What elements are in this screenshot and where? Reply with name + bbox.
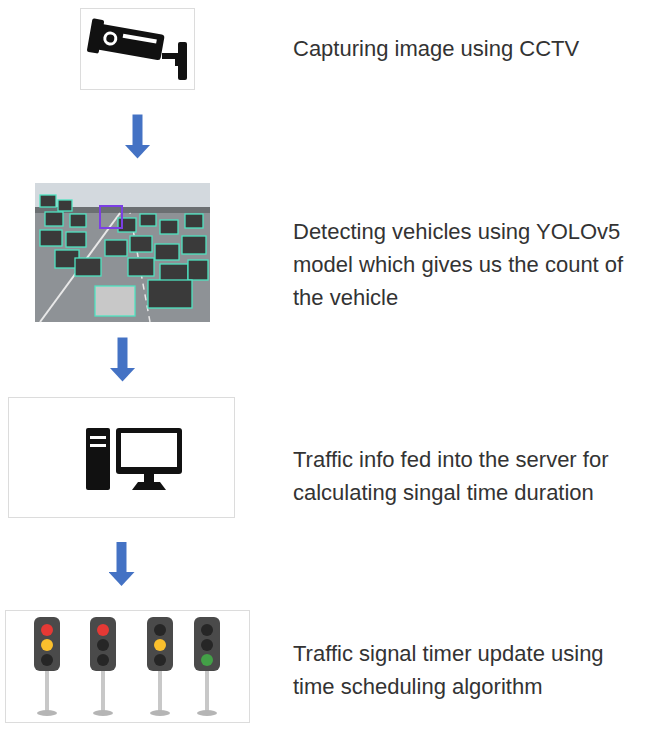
- vehicle-box: [58, 200, 72, 211]
- monitor-base: [132, 482, 166, 490]
- vehicle-box: [188, 260, 208, 280]
- off-lamp: [201, 624, 213, 636]
- off-lamp: [97, 654, 109, 666]
- monitor: [116, 428, 182, 474]
- light-housing: [147, 617, 173, 671]
- traffic-lights-icon: [34, 617, 220, 716]
- vehicle-box: [75, 258, 101, 276]
- flow-arrow: [117, 542, 127, 574]
- step-box: Detecting vehicles using YOLOv5 model wh…: [35, 183, 210, 322]
- light-housing: [194, 617, 220, 671]
- off-lamp: [201, 639, 213, 651]
- vehicle-box: [182, 236, 206, 254]
- tower-slot: [90, 436, 106, 439]
- red-lamp: [97, 624, 109, 636]
- step-description: Detecting vehicles using YOLOv5 model wh…: [293, 215, 645, 314]
- computer-icon: [86, 428, 182, 490]
- off-lamp: [154, 624, 166, 636]
- vehicle-box: [66, 232, 86, 247]
- yellow-lamp: [154, 639, 166, 651]
- light-housing: [34, 617, 60, 671]
- step-description: Traffic info fed into the server for cal…: [293, 443, 645, 509]
- off-lamp: [41, 654, 53, 666]
- camera-body: [93, 23, 164, 60]
- step-box: Capturing image using CCTV: [80, 8, 195, 90]
- vehicle-box: [40, 230, 62, 246]
- road: [35, 183, 210, 322]
- pole-base: [150, 710, 170, 716]
- vehicle-box: [40, 195, 56, 207]
- vehicle-box: [45, 212, 63, 226]
- pole: [205, 668, 209, 712]
- monitor-neck: [144, 474, 154, 483]
- tower-slot: [90, 444, 106, 447]
- monitor-screen: [121, 433, 177, 467]
- pole-base: [93, 710, 113, 716]
- camera-wall-plate: [178, 42, 187, 80]
- vehicle-box: [185, 214, 203, 228]
- vehicle-box: [95, 286, 135, 316]
- green-lamp: [201, 654, 213, 666]
- vehicle-box: [130, 236, 152, 252]
- off-lamp: [154, 654, 166, 666]
- pole: [101, 668, 105, 712]
- flow-arrow: [133, 115, 143, 147]
- vehicle-box: [105, 240, 127, 256]
- light-housing: [90, 617, 116, 671]
- yellow-lamp: [41, 639, 53, 651]
- pole-base: [37, 710, 57, 716]
- vehicle-box: [140, 214, 156, 226]
- cctv-icon: [87, 18, 187, 80]
- off-lamp: [97, 639, 109, 651]
- step-box: Traffic info fed into the server for cal…: [8, 397, 235, 518]
- pole: [158, 668, 162, 712]
- camera-arm: [162, 56, 178, 66]
- camera-lens: [102, 30, 118, 46]
- vehicle-box: [148, 280, 192, 308]
- tower: [86, 428, 110, 490]
- camera-lens-inner: [106, 34, 115, 43]
- vehicle-box: [155, 244, 179, 260]
- step-box: Traffic signal timer update using time s…: [5, 610, 250, 723]
- vehicle-box: [128, 258, 154, 276]
- camera-stripe: [123, 34, 157, 44]
- red-lamp: [41, 624, 53, 636]
- vehicle-box: [70, 214, 86, 227]
- pole-base: [197, 710, 217, 716]
- step-description: Capturing image using CCTV: [293, 32, 645, 65]
- vehicle-box: [160, 220, 178, 234]
- traffic-photo: [35, 183, 210, 322]
- step-description: Traffic signal timer update using time s…: [293, 637, 645, 703]
- vehicle-box: [118, 218, 136, 232]
- pole: [45, 668, 49, 712]
- flow-arrow: [118, 338, 128, 370]
- detection-box: [100, 206, 122, 228]
- camera-hood: [87, 18, 105, 54]
